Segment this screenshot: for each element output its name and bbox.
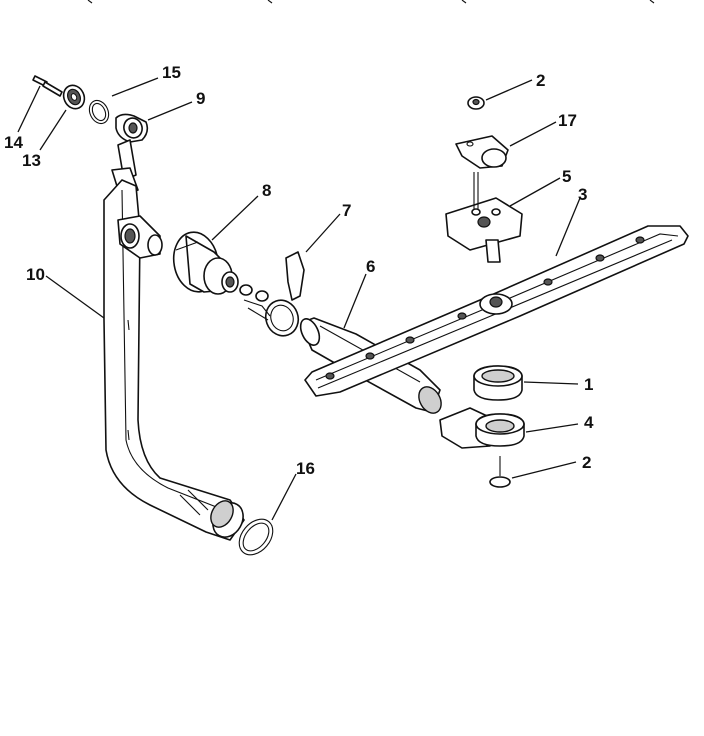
- callout-2-bottom: 2: [582, 453, 591, 472]
- callout-3: 3: [578, 185, 587, 204]
- callout-13: 13: [22, 151, 41, 170]
- spray-arm-part-3: [304, 225, 689, 397]
- cap-part-9: [115, 113, 149, 143]
- callout-9: 9: [196, 89, 205, 108]
- screw-part-14: [32, 75, 63, 97]
- callout-6: 6: [366, 257, 375, 276]
- callout-labels: 14 13 15 9 8 7 6 10 16 2 17 5 3 1 4 2: [4, 63, 594, 478]
- callout-4: 4: [584, 413, 594, 432]
- gasket-part-16: [238, 518, 274, 556]
- nut-part-4: [475, 413, 525, 447]
- callout-7: 7: [342, 201, 351, 220]
- bracket-part-5: [445, 172, 523, 263]
- hub-part-8: [172, 231, 239, 295]
- screw-part-2-top: [467, 96, 485, 110]
- callout-14: 14: [4, 133, 23, 152]
- callout-17: 17: [558, 111, 577, 130]
- leader-lines: [17, 77, 581, 521]
- callout-2-top: 2: [536, 71, 545, 90]
- screw-part-2-bottom: [489, 456, 511, 488]
- callout-15: 15: [162, 63, 181, 82]
- callout-10: 10: [26, 265, 45, 284]
- callout-1: 1: [584, 375, 593, 394]
- washer-part-13: [62, 84, 86, 110]
- top-edge-marks: [87, 0, 655, 4]
- callout-8: 8: [262, 181, 271, 200]
- clamp-part-7: [243, 251, 305, 337]
- callout-16: 16: [296, 459, 315, 478]
- callout-5: 5: [562, 167, 571, 186]
- small-fitting: [239, 284, 269, 302]
- manifold-pipe-part-10: [103, 139, 245, 541]
- clip-part-17: [455, 135, 509, 169]
- o-ring-part-15: [88, 99, 110, 125]
- bearing-ring-part-1: [473, 365, 523, 401]
